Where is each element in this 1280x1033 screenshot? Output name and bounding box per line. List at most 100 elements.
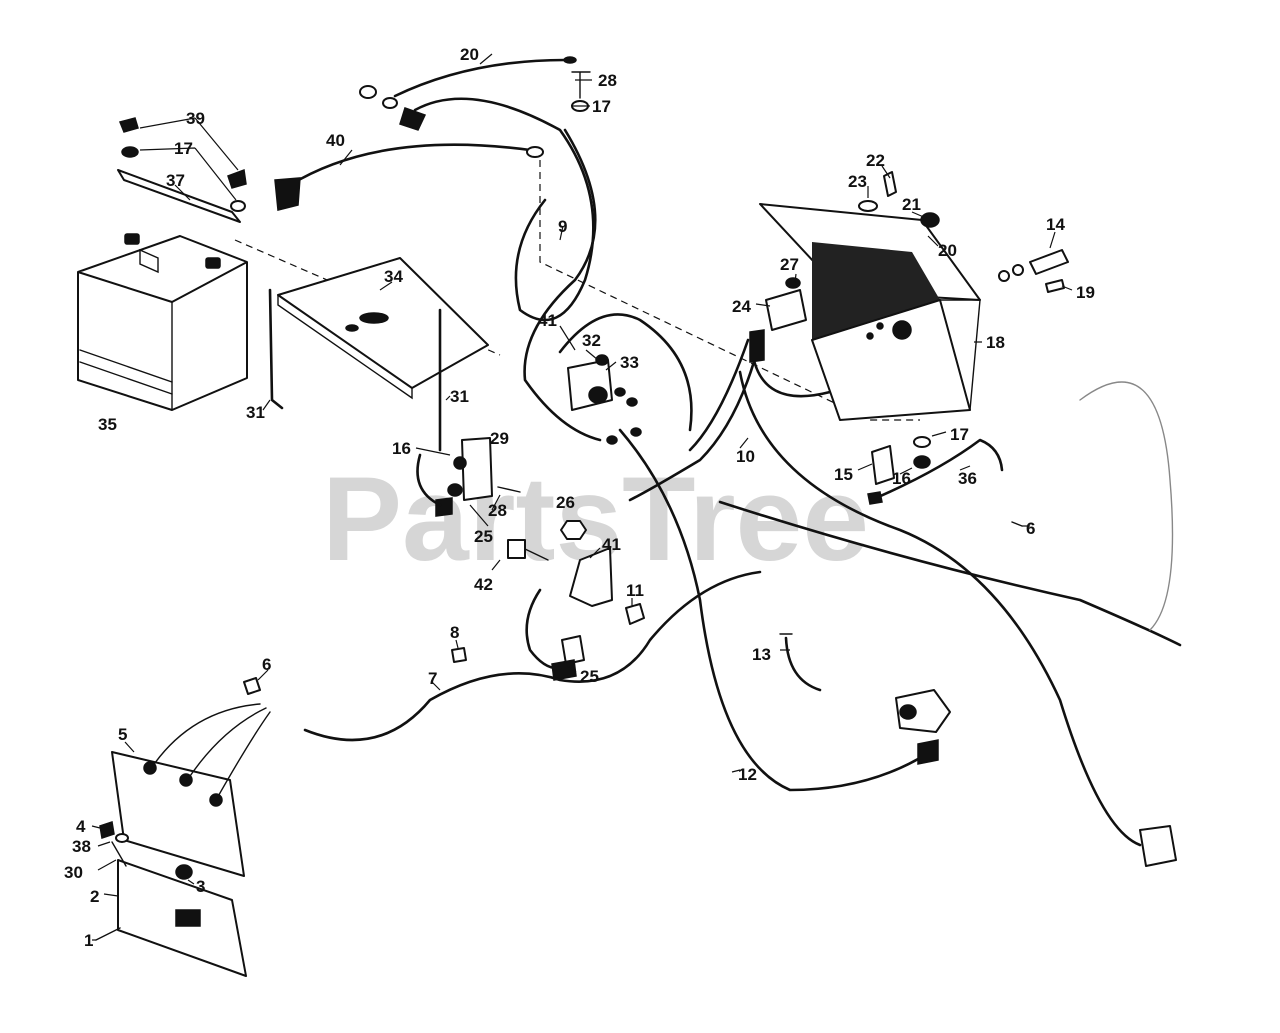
bolt[interactable]: [571, 71, 591, 99]
callout-1: 1: [84, 931, 93, 950]
callout-17: 17: [174, 139, 193, 158]
callout-6: 6: [262, 655, 271, 674]
fuse-holder-bracket[interactable]: [416, 437, 493, 517]
callout-37: 37: [166, 171, 185, 190]
callout-6: 6: [1026, 519, 1035, 538]
callout-28: 28: [488, 501, 507, 520]
callout-16: 16: [392, 439, 411, 458]
ignition-wire[interactable]: [628, 338, 762, 502]
callout-17: 17: [950, 425, 969, 444]
callout-29: 29: [490, 429, 509, 448]
switch-nut[interactable]: [858, 200, 878, 212]
screw[interactable]: [99, 821, 115, 839]
screw[interactable]: [95, 927, 121, 941]
callout-40: 40: [326, 131, 345, 150]
callout-11: 11: [626, 581, 644, 600]
screw[interactable]: [1011, 521, 1023, 527]
washer[interactable]: [913, 436, 931, 448]
starter-motor[interactable]: [895, 689, 951, 733]
solenoid[interactable]: [567, 354, 642, 445]
callout-31: 31: [450, 387, 469, 406]
ground-wire[interactable]: [784, 636, 822, 692]
solenoid-wire[interactable]: [558, 313, 693, 432]
callout-42: 42: [474, 575, 493, 594]
callout-7: 7: [428, 669, 437, 688]
connector[interactable]: [871, 445, 895, 485]
ignition-key[interactable]: [998, 249, 1069, 282]
screw[interactable]: [497, 486, 521, 493]
carriage-bolt[interactable]: [507, 539, 549, 561]
callout-20: 20: [460, 45, 479, 64]
ignition-switch[interactable]: [920, 212, 940, 228]
ammeter[interactable]: [749, 277, 807, 363]
cable-terminal: [526, 146, 544, 158]
light-bracket[interactable]: [111, 703, 271, 877]
callout-15: 15: [834, 465, 853, 484]
washer[interactable]: [115, 833, 129, 843]
nut[interactable]: [625, 603, 645, 625]
bulb[interactable]: [243, 677, 261, 695]
callout-39: 39: [186, 109, 205, 128]
callout-20: 20: [938, 241, 957, 260]
callout-labels: 20 28 17 39 17 37 40 9 22 23 21 20 14 19…: [64, 45, 1095, 950]
wire-end: [867, 491, 883, 505]
callout-32: 32: [582, 331, 601, 350]
callout-33: 33: [620, 353, 639, 372]
nut[interactable]: [359, 85, 377, 99]
callout-30: 30: [64, 863, 83, 882]
callout-10: 10: [736, 447, 755, 466]
battery-tray[interactable]: [277, 257, 489, 400]
positive-cable[interactable]: [288, 143, 532, 187]
bulb-socket[interactable]: [175, 864, 193, 880]
callout-12: 12: [738, 765, 757, 784]
callout-19: 19: [1076, 283, 1095, 302]
callout-22: 22: [866, 151, 885, 170]
j-bolt[interactable]: [268, 288, 284, 410]
nut[interactable]: [913, 455, 931, 469]
leader-lines: [91, 53, 1073, 941]
tail-light-lens[interactable]: [117, 859, 247, 977]
starter-cable[interactable]: [618, 428, 932, 792]
fuse[interactable]: [1045, 279, 1065, 293]
ground-cable[interactable]: [393, 58, 567, 98]
callout-24: 24: [732, 297, 751, 316]
wire-36[interactable]: [874, 438, 1004, 500]
hold-down-bracket[interactable]: [117, 117, 247, 223]
wiring-harness[interactable]: [303, 570, 762, 742]
hex-nut[interactable]: [560, 520, 587, 540]
callout-35: 35: [98, 415, 117, 434]
callout-26: 26: [556, 493, 575, 512]
callout-14: 14: [1046, 215, 1065, 234]
cable-clamp[interactable]: [399, 107, 427, 131]
battery-cable[interactable]: [413, 97, 595, 322]
light-switch[interactable]: [883, 171, 897, 197]
callout-16: 16: [892, 469, 911, 488]
cable-terminal: [563, 56, 577, 64]
alignment-line: [539, 160, 920, 421]
callout-13: 13: [752, 645, 771, 664]
battery[interactable]: [77, 233, 248, 411]
callout-9: 9: [558, 217, 567, 236]
callout-41: 41: [602, 535, 621, 554]
callout-8: 8: [450, 623, 459, 642]
harness-branch: [525, 588, 562, 670]
starter-cable[interactable]: [523, 128, 602, 442]
washer[interactable]: [382, 97, 398, 109]
wire-clip[interactable]: [451, 647, 467, 663]
dash-panel[interactable]: [759, 203, 981, 421]
connector[interactable]: [561, 635, 585, 665]
mounting-bracket[interactable]: [569, 547, 613, 607]
callout-34: 34: [384, 267, 403, 286]
connector[interactable]: [1139, 825, 1177, 867]
engine-outline: [1079, 381, 1174, 631]
callout-5: 5: [118, 725, 127, 744]
cable-clamp[interactable]: [274, 177, 301, 211]
callout-41: 41: [538, 311, 557, 330]
callout-25: 25: [580, 667, 599, 686]
callout-38: 38: [72, 837, 91, 856]
engine-harness: [718, 500, 1182, 647]
engine-harness[interactable]: [738, 370, 1142, 847]
callout-36: 36: [958, 469, 977, 488]
screw[interactable]: [111, 841, 127, 867]
